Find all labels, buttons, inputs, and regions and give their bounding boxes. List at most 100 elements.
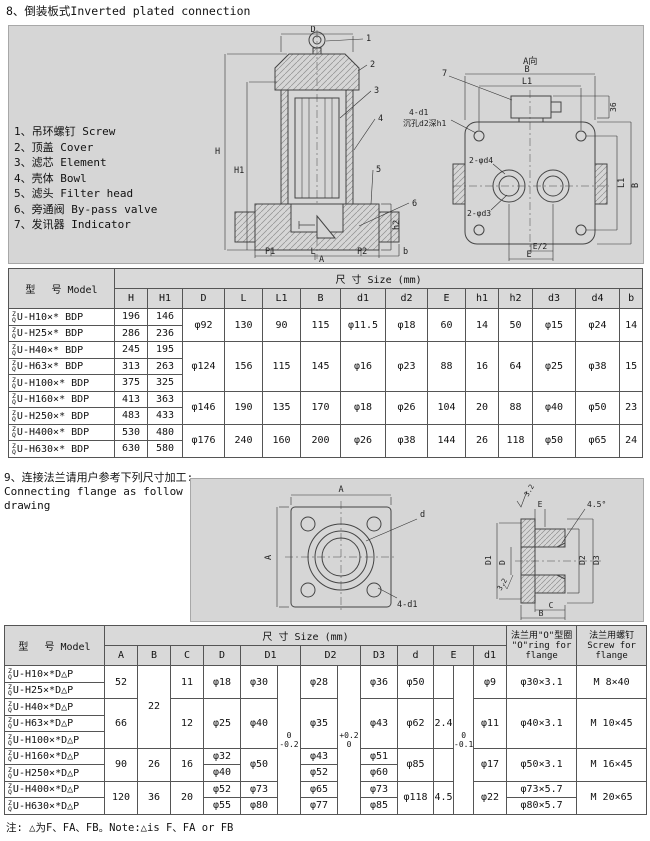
dim-label-36: 36 [609, 102, 618, 112]
col-header: E [427, 288, 466, 309]
dim-label-C: C [549, 601, 554, 610]
cell-b: 15 [618, 341, 644, 392]
cell-E: 104 [427, 390, 466, 425]
dim-label-d: d [420, 510, 425, 520]
cell-H1: 236 [147, 324, 183, 342]
cell-C: 16 [170, 747, 204, 782]
flange-face-dimensions: A A d 4-d1 [264, 485, 425, 610]
cell-h1: 14 [465, 308, 499, 342]
angle-label: 4.5° [587, 500, 606, 509]
assembly-drawing: D H H1 h2 P1 L P2 b A 1 2 3 [215, 25, 641, 265]
dim-label-E-flange: E [538, 500, 543, 509]
flange-face-view [285, 501, 397, 613]
cell-d1: φ11 [472, 698, 508, 749]
cell-D: φ52 [203, 780, 241, 798]
cell-D: φ32 [203, 747, 241, 765]
cell-H: 483 [114, 407, 148, 425]
footnote: 注: △为F、FA、FB。Note:△is F、FA or FB [6, 822, 234, 834]
callout-1: 1 [366, 34, 371, 44]
cell-screw: M 20×65 [576, 780, 648, 815]
model-header: 型 号 Model [8, 268, 115, 309]
cell-d4: φ50 [575, 390, 620, 425]
cell-D1v: φ40 [240, 698, 278, 749]
cell-L1: 160 [262, 423, 301, 458]
callout-2: 2 [370, 60, 375, 70]
ports-d4-label: 2-φd4 [469, 156, 493, 165]
col-header: d1 [472, 645, 508, 666]
holes-label: 4-d1 [409, 108, 428, 117]
cell-D3: φ36 [360, 665, 398, 699]
cell-A: 66 [104, 698, 138, 749]
dim-label-L1-right: L1 [617, 178, 627, 188]
size-header: 尺 寸 Size (mm) [103, 625, 508, 646]
cell-d3: φ15 [532, 308, 576, 342]
cell-B: 200 [300, 423, 341, 458]
cell-d2: φ23 [385, 341, 428, 392]
section-8-title: 8、倒装板式Inverted plated connection [6, 4, 251, 18]
cell-oring: φ40×3.1 [506, 698, 578, 749]
parts-list: 1、吊环螺钉 Screw 2、顶盖 Cover 3、滤芯 Element 4、壳… [14, 124, 157, 233]
cell-screw: M 16×45 [576, 747, 648, 782]
cell-D2v: φ77 [300, 797, 338, 815]
cell-H: 413 [114, 390, 148, 408]
filter-dimensions: D H H1 h2 P1 L P2 b A [215, 25, 408, 265]
cell-D2v: φ28 [300, 665, 338, 699]
cell-E: 60 [427, 308, 466, 342]
cell-E: 88 [427, 341, 466, 392]
cell-d4: φ24 [575, 308, 620, 342]
part-item: 5、滤头 Filter head [14, 187, 134, 200]
dim-label-L1-top: L1 [522, 77, 532, 87]
view-direction-label: A向 [523, 55, 537, 67]
col-header: D2 [300, 645, 361, 666]
cell-H1: 363 [147, 390, 183, 408]
cell-d1: φ11.5 [340, 308, 386, 342]
dim-label-b: b [403, 247, 408, 257]
dim-label-D-flange: D [498, 560, 507, 565]
col-header: D3 [360, 645, 398, 666]
col-header: L1 [262, 288, 301, 309]
dim-label-B-top: B [524, 65, 529, 75]
col-header: B [300, 288, 341, 309]
col-header: h1 [465, 288, 499, 309]
dim-label-H1: H1 [234, 166, 244, 176]
col-header: H [114, 288, 148, 309]
cell-oring: φ50×3.1 [506, 747, 578, 782]
col-header: C [170, 645, 204, 666]
section-9-title: 9、连接法兰请用户参考下列尺寸加工: Connecting flange as … [4, 471, 194, 513]
cell-D2v: φ35 [300, 698, 338, 749]
section-9-line1: 9、连接法兰请用户参考下列尺寸加工: [4, 471, 194, 484]
cell-H: 530 [114, 423, 148, 441]
cell-d: φ62 [397, 698, 434, 749]
cell-A: 52 [104, 665, 138, 699]
cell-screw: M 8×40 [576, 665, 648, 699]
part-item: 2、顶盖 Cover [14, 140, 94, 154]
part-item: 3、滤芯 Element [14, 156, 107, 169]
cell-B: 26 [137, 747, 171, 782]
cell-B: 22 [137, 665, 171, 749]
cell-d: φ50 [397, 665, 434, 699]
cell-b: 23 [618, 390, 644, 425]
callout-5: 5 [376, 165, 381, 175]
cell-H: 286 [114, 324, 148, 342]
cell-E: 144 [427, 423, 466, 458]
cell-d2: φ26 [385, 390, 428, 425]
cell-C: 20 [170, 780, 204, 815]
cell-H: 313 [114, 357, 148, 375]
part-item: 1、吊环螺钉 Screw [14, 125, 116, 138]
size-header: 尺 寸 Size (mm) [113, 268, 644, 289]
finish-top-label: 3.2 [523, 483, 536, 498]
cell-h2: 50 [498, 308, 533, 342]
filter-front-view [234, 30, 400, 259]
